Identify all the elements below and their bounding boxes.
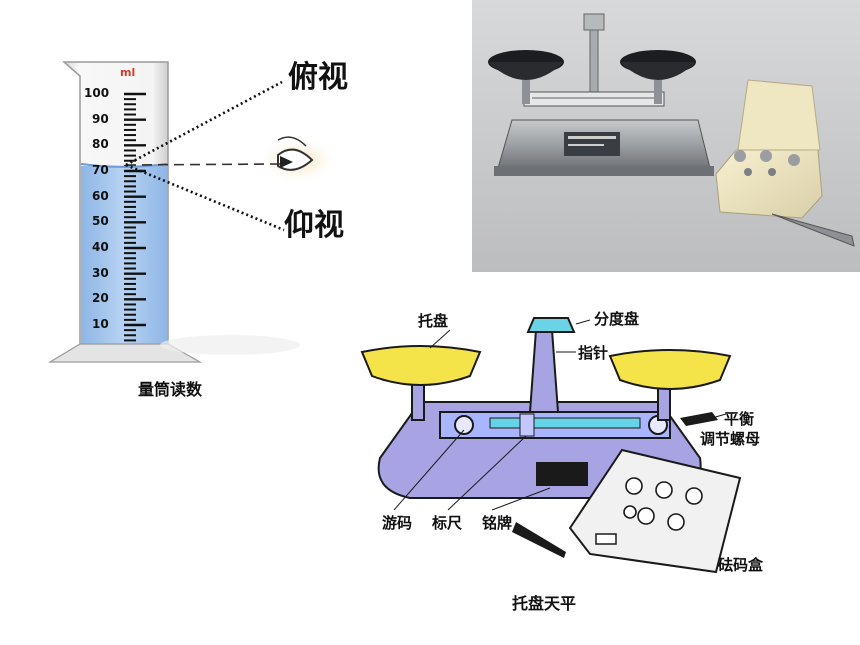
cylinder-tick-label: 10	[92, 317, 109, 331]
label-rider: 游码	[382, 514, 413, 532]
photo-weight-box	[715, 149, 823, 219]
sightline-bottom	[125, 163, 285, 232]
view-bottom-label: 仰视	[284, 208, 344, 243]
label-scale: 标尺	[432, 514, 463, 532]
cylinder-caption: 量筒读数	[138, 380, 203, 399]
cylinder-tick-label: 100	[84, 86, 110, 100]
cylinder-tick-label: 20	[92, 291, 109, 306]
balance-photo	[472, 0, 860, 272]
label-nameplate: 铭牌	[482, 514, 513, 532]
cylinder-unit-label: ml	[120, 66, 136, 79]
cylinder-tick-label: 40	[92, 240, 109, 254]
diagram-left-tray	[360, 345, 482, 386]
sightline-level	[125, 163, 281, 166]
label-dial: 分度盘	[594, 310, 640, 328]
eye-icon	[277, 136, 314, 171]
cylinder-tick-label: 30	[92, 265, 109, 280]
diagram-dial	[526, 317, 576, 333]
cylinder-ticks	[80, 92, 168, 342]
photo-tweezers	[771, 213, 855, 247]
balance-diagram	[360, 317, 742, 574]
view-top-label: 俯视	[288, 60, 348, 95]
diagram-pointer-column	[528, 329, 560, 413]
cylinder-base	[47, 343, 203, 363]
diagram-tweezers	[512, 522, 566, 558]
cylinder-tick-label: 80	[92, 137, 109, 152]
diagram-right-tray	[608, 349, 732, 390]
label-pointer: 指针	[578, 344, 609, 362]
cylinder-tick-label: 70	[92, 163, 109, 177]
label-weight-box: 砝码盒	[718, 556, 764, 574]
label-tray: 托盘	[418, 312, 449, 330]
cylinder-tick-label: 90	[92, 111, 109, 126]
measuring-cylinder-figure	[47, 61, 340, 363]
cylinder-tick-label: 60	[92, 188, 109, 203]
label-adjust-2: 调节螺母	[700, 430, 761, 448]
label-adjust-1: 平衡	[724, 410, 755, 428]
balance-caption: 托盘天平	[512, 594, 577, 613]
cylinder-tick-label: 50	[92, 214, 109, 229]
